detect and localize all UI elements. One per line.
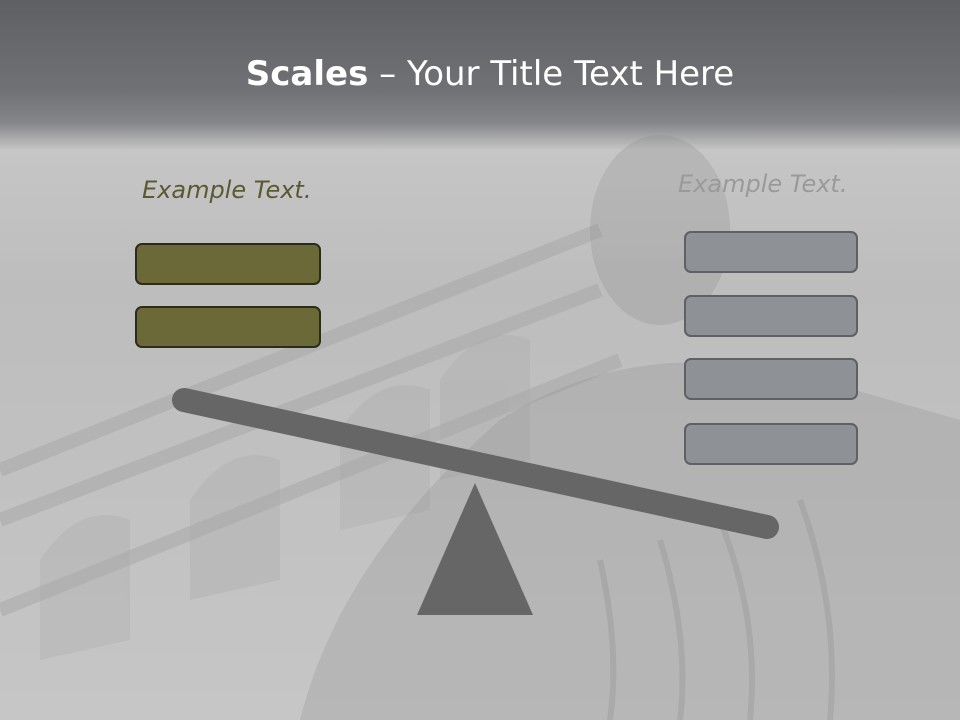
right-box-3[interactable]: [684, 358, 858, 400]
scale-fulcrum: [417, 483, 533, 615]
slide-title: Scales – Your Title Text Here: [0, 52, 960, 96]
title-bar: Scales – Your Title Text Here: [0, 0, 960, 150]
title-strong: Scales: [245, 54, 369, 94]
right-box-2[interactable]: [684, 295, 858, 337]
scale-beam: [172, 388, 779, 539]
title-rest: – Your Title Text Here: [368, 54, 735, 94]
right-box-1[interactable]: [684, 231, 858, 273]
left-example-text: Example Text.: [142, 176, 312, 204]
right-example-text: Example Text.: [678, 170, 848, 198]
left-box-2[interactable]: [135, 306, 321, 348]
right-box-4[interactable]: [684, 423, 858, 465]
left-box-1[interactable]: [135, 243, 321, 285]
